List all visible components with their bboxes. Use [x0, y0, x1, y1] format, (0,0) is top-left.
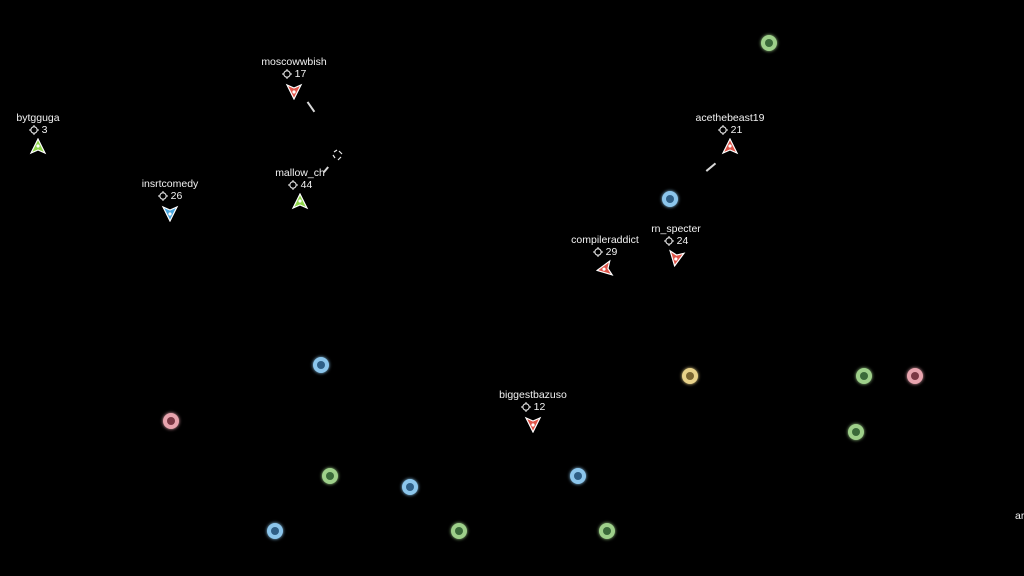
player-bytgguga: bytgguga 3 — [0, 112, 98, 156]
energy-orb — [907, 368, 923, 384]
spaceship-icon — [595, 259, 614, 276]
spaceship-icon — [291, 193, 309, 210]
crosshair-icon — [157, 191, 168, 201]
energy-orb — [313, 357, 329, 373]
player-name: biggestbazuso — [499, 389, 567, 401]
energy-orb — [163, 413, 179, 429]
energy-orb — [267, 523, 283, 539]
spaceship-icon — [721, 138, 739, 155]
orb-core — [666, 195, 674, 203]
player-score-row: 21 — [670, 124, 790, 136]
energy-orb — [322, 468, 338, 484]
crosshair-icon — [28, 125, 39, 135]
offscreen-player-name: ar — [1015, 510, 1024, 522]
orb-core — [271, 527, 279, 535]
energy-orb — [662, 191, 678, 207]
orb-core — [574, 472, 582, 480]
player-score-row: 12 — [473, 401, 593, 413]
crosshair-icon — [287, 180, 298, 190]
orb-core — [326, 472, 334, 480]
crosshair-icon — [520, 402, 531, 412]
orb-core — [852, 428, 860, 436]
player-rn-specter: rn_specter 24 — [616, 223, 736, 268]
energy-orb — [599, 523, 615, 539]
crosshair-icon — [717, 125, 728, 135]
player-name: moscowwbish — [261, 56, 327, 68]
orb-core — [860, 372, 868, 380]
player-score: 21 — [730, 124, 743, 136]
player-moscowwbish: moscowwbish 17 — [234, 56, 354, 100]
player-score-row: 3 — [0, 124, 98, 136]
energy-orb — [682, 368, 698, 384]
orb-core — [406, 483, 414, 491]
player-score: 29 — [605, 246, 618, 258]
player-score-row: 17 — [234, 68, 354, 80]
player-score-row: 44 — [240, 179, 360, 191]
orb-core — [455, 527, 463, 535]
orb-core — [686, 372, 694, 380]
energy-orb — [856, 368, 872, 384]
orb-core — [911, 372, 919, 380]
player-score: 26 — [170, 190, 183, 202]
spaceship-icon — [161, 205, 179, 222]
player-score: 44 — [300, 179, 313, 191]
player-biggestbazuso: biggestbazuso 12 — [473, 389, 593, 433]
player-score-row: 24 — [616, 235, 736, 247]
player-score: 17 — [294, 68, 307, 80]
player-name: rn_specter — [651, 223, 701, 235]
orb-core — [603, 527, 611, 535]
crosshair-icon — [592, 247, 603, 257]
energy-orb — [402, 479, 418, 495]
player-name: bytgguga — [16, 112, 60, 124]
player-name: mallow_ch — [275, 167, 325, 179]
energy-orb — [761, 35, 777, 51]
player-score: 3 — [41, 124, 48, 136]
explosion-debris-icon — [332, 149, 343, 161]
player-score: 24 — [676, 235, 689, 247]
bullet — [306, 101, 315, 113]
energy-orb — [451, 523, 467, 539]
spaceship-icon — [524, 416, 542, 433]
player-compileraddict: compileraddict 29 — [545, 234, 665, 278]
spaceship-icon — [285, 83, 303, 100]
orb-core — [765, 39, 773, 47]
player-acethebeast19: acethebeast19 21 — [670, 112, 790, 156]
player-score: 12 — [533, 401, 546, 413]
player-score-row: 29 — [545, 246, 665, 258]
spaceship-icon — [669, 249, 686, 268]
player-name: acethebeast19 — [695, 112, 765, 124]
orb-core — [167, 417, 175, 425]
player-name: compileraddict — [571, 234, 639, 246]
player-mallow-ch: mallow_ch 44 — [240, 167, 360, 211]
player-insrtcomedy: insrtcomedy 26 — [110, 178, 230, 222]
crosshair-icon — [663, 236, 674, 246]
energy-orb — [848, 424, 864, 440]
spaceship-icon — [29, 138, 47, 155]
orb-core — [317, 361, 325, 369]
crosshair-icon — [281, 69, 292, 79]
energy-orb — [570, 468, 586, 484]
player-score-row: 26 — [110, 190, 230, 202]
bullet — [705, 162, 716, 172]
player-name: insrtcomedy — [141, 178, 199, 190]
